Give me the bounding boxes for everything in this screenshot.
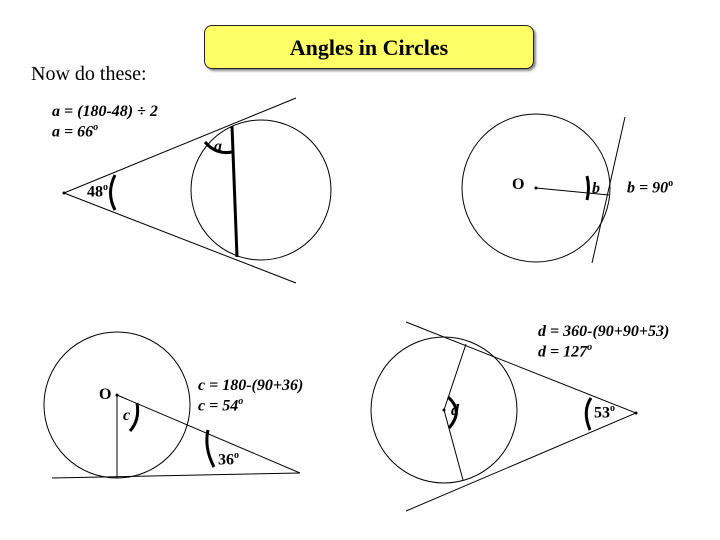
- degree-mark: o: [587, 342, 593, 353]
- degree-mark: o: [103, 182, 108, 193]
- given-angle-48: 48o: [87, 182, 108, 201]
- centre-d: [442, 408, 446, 412]
- slide-title: Angles in Circles: [289, 35, 449, 60]
- degree-mark: o: [610, 403, 615, 414]
- angle-arc-d: [446, 395, 458, 429]
- b-answer: b = 90o: [627, 178, 673, 197]
- diagram-a: [62, 97, 332, 284]
- degree-mark: o: [668, 178, 674, 189]
- given-angle-36-value: 36: [218, 451, 234, 469]
- tangent-d-upper: [405, 321, 637, 414]
- centre-b: [534, 186, 538, 190]
- centre-label-b: O: [512, 176, 525, 193]
- diagram-d: [370, 321, 638, 512]
- tangent-b: [591, 116, 626, 264]
- external-point-d: [634, 411, 638, 415]
- diagram-c: [43, 331, 301, 479]
- c-working-line2: c = 54o: [198, 396, 243, 415]
- b-answer-value: b = 90: [627, 179, 669, 197]
- title-banner: Angles in Circles: [204, 25, 534, 69]
- radius-b: [535, 187, 610, 196]
- a-working-line1: a = (180-48) ÷ 2: [52, 103, 158, 120]
- tangent-d-lower: [405, 412, 637, 512]
- degree-mark: o: [93, 122, 99, 133]
- d-working-line2: d = 127o: [538, 342, 592, 361]
- external-point-a: [62, 191, 66, 195]
- angle-arc-b: [585, 175, 590, 201]
- c-answer-value: c = 54: [198, 397, 239, 415]
- centre-c: [115, 393, 119, 397]
- d-answer-value: d = 127: [538, 343, 588, 361]
- tangent-a-lower: [63, 192, 297, 284]
- angle-arc-53: [584, 397, 593, 431]
- a-working-line2: a = 66o: [52, 122, 98, 141]
- circle-b: [461, 113, 611, 263]
- given-angle-53-value: 53: [594, 404, 610, 422]
- tangent-a-upper: [63, 97, 297, 194]
- angle-arc-a: [203, 140, 233, 154]
- slide-subtitle: Now do these:: [31, 63, 147, 85]
- d-working-line1: d = 360-(90+90+53): [538, 323, 670, 340]
- given-angle-36: 36o: [218, 450, 239, 469]
- angle-arc-48: [109, 174, 117, 211]
- centre-label-c: O: [99, 386, 112, 403]
- given-angle-48-value: 48: [87, 183, 103, 201]
- tangent-c: [51, 472, 301, 479]
- chord-a: [230, 125, 239, 258]
- angle-arc-c: [128, 402, 140, 433]
- degree-mark: o: [238, 396, 244, 407]
- c-working-line1: c = 180-(90+36): [198, 377, 304, 394]
- angle-label-a: a: [214, 138, 222, 155]
- degree-mark: o: [234, 450, 239, 461]
- radius-d-lower: [443, 409, 464, 481]
- angle-label-c: c: [123, 407, 131, 424]
- angle-label-b: b: [592, 180, 600, 197]
- given-angle-53: 53o: [594, 403, 615, 422]
- radius-d-upper: [443, 343, 467, 411]
- a-answer-value: a = 66: [52, 123, 94, 141]
- diagram-b: [461, 113, 626, 264]
- circle-a: [190, 119, 332, 261]
- angle-arc-36: [205, 429, 216, 468]
- angle-label-d: d: [451, 402, 459, 419]
